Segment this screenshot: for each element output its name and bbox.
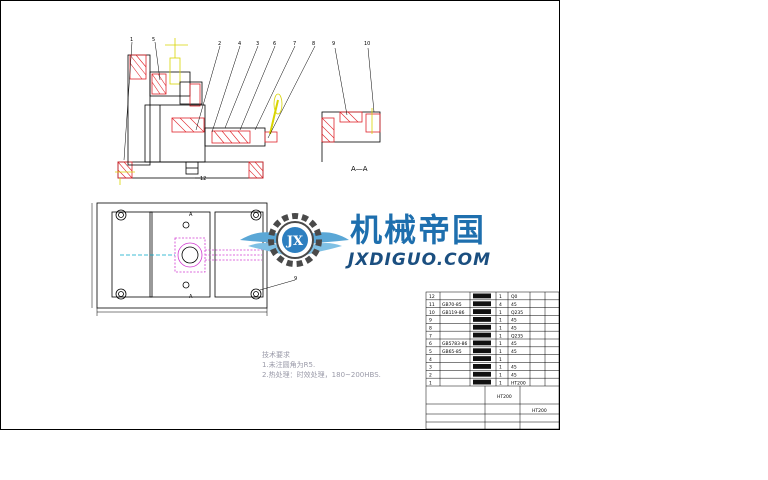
- view-mark-bottom: A: [189, 294, 193, 300]
- bom-row-material: Q235: [511, 310, 523, 316]
- bom-row-qty: 1: [499, 380, 502, 386]
- watermark-en-text: JXDIGUO.COM: [348, 250, 492, 270]
- notes-title: 技术要求: [262, 351, 290, 359]
- bom-row-material: HT200: [511, 380, 526, 386]
- bom-row-qty: 1: [499, 333, 502, 339]
- top-view: [91, 202, 296, 316]
- bom-redacted-block: [473, 309, 491, 314]
- bom-redacted-block: [473, 364, 491, 369]
- bom-row-material: 45: [511, 373, 517, 379]
- callout-labels: 1 5 2 4 3 6 7 8 9 10 12 9: [130, 37, 370, 282]
- technical-notes: 技术要求 1.未注圆角为R5. 2.热处理：时效处理，180~200HBS.: [262, 350, 412, 380]
- sheet-border: [0, 0, 560, 430]
- bom-row-material: Q0: [511, 294, 518, 300]
- bom-redacted-block: [473, 301, 491, 307]
- bom-row-no: 5: [429, 349, 432, 355]
- bom-row-code: GB5783-86: [442, 341, 468, 347]
- notes-line-2: 2.热处理：时效处理，180~200HBS.: [262, 371, 381, 379]
- bom-row-qty: 1: [499, 349, 502, 355]
- section-label: A—A: [351, 165, 368, 173]
- bom-row-no: 2: [429, 373, 432, 379]
- bom-row-qty: 1: [499, 318, 502, 324]
- callout-4: 4: [238, 41, 241, 47]
- bom-row-qty: 4: [499, 302, 502, 308]
- bom-row-no: 11: [429, 302, 435, 308]
- bom-redacted-block: [473, 371, 491, 377]
- bom-row-no: 1: [429, 380, 432, 386]
- callout-1: 1: [130, 37, 133, 43]
- bom-redacted-block: [473, 332, 491, 338]
- title-material-left: HT200: [497, 394, 512, 400]
- bom-row-material: 45: [511, 318, 517, 324]
- view-mark-top: A: [189, 212, 193, 218]
- callout-7: 7: [293, 41, 296, 47]
- bom-redacted-block: [473, 379, 491, 385]
- bom-row-material: 45: [511, 349, 517, 355]
- bom-row-material: 45: [511, 341, 517, 347]
- bom-redacted-block: [473, 324, 491, 330]
- callout-9b: 9: [294, 276, 297, 282]
- callout-3: 3: [256, 41, 259, 47]
- bom-row-qty: 1: [499, 373, 502, 379]
- bom-redacted-block: [473, 293, 491, 299]
- bom-redacted-block: [473, 340, 491, 346]
- watermark-cn-text: 机械帝国: [350, 211, 487, 249]
- bom-row-no: 7: [429, 333, 432, 339]
- bom-row-qty: 1: [499, 365, 502, 371]
- bom-row-no: 6: [429, 341, 432, 347]
- logo-letters: JX: [286, 234, 304, 249]
- bom-row-material: Q235: [511, 333, 523, 339]
- bom-row-qty: 1: [499, 357, 502, 363]
- bom-row-material: 45: [511, 326, 517, 332]
- bom-row-qty: 1: [499, 326, 502, 332]
- bom-redacted-block: [473, 317, 491, 322]
- callout-5: 5: [152, 37, 155, 43]
- bom-redacted-block: [473, 356, 491, 361]
- bom-row-no: 8: [429, 326, 432, 332]
- callout-8: 8: [312, 41, 315, 47]
- bom-row-no: 4: [429, 357, 432, 363]
- bom-row-qty: 1: [499, 341, 502, 347]
- section-aa: [321, 47, 381, 162]
- bom-row-code: GB119-86: [442, 310, 465, 316]
- bom-row-code: GB70-85: [442, 302, 462, 308]
- title-block: [425, 291, 560, 430]
- bom-row-material: 45: [511, 302, 517, 308]
- bom-row-no: 10: [429, 310, 435, 316]
- bom-row-qty: 1: [499, 310, 502, 316]
- callout-2: 2: [218, 41, 221, 47]
- callout-6: 6: [273, 41, 276, 47]
- bom-redacted-block: [473, 348, 491, 354]
- bom-row-no: 12: [429, 294, 435, 300]
- callout-9: 9: [332, 41, 335, 47]
- bom-row-code: GB65-85: [442, 349, 462, 355]
- front-view: [115, 38, 316, 185]
- title-material-right: HT200: [532, 408, 547, 414]
- jx-logo-icon: JX: [240, 213, 349, 267]
- bom-row-no: 9: [429, 318, 432, 324]
- bom-row-qty: 1: [499, 294, 502, 300]
- notes-line-1: 1.未注圆角为R5.: [262, 361, 316, 369]
- callout-12: 12: [200, 176, 206, 182]
- bom-row-no: 3: [429, 365, 432, 371]
- bom-row-material: 45: [511, 365, 517, 371]
- callout-10: 10: [364, 41, 370, 47]
